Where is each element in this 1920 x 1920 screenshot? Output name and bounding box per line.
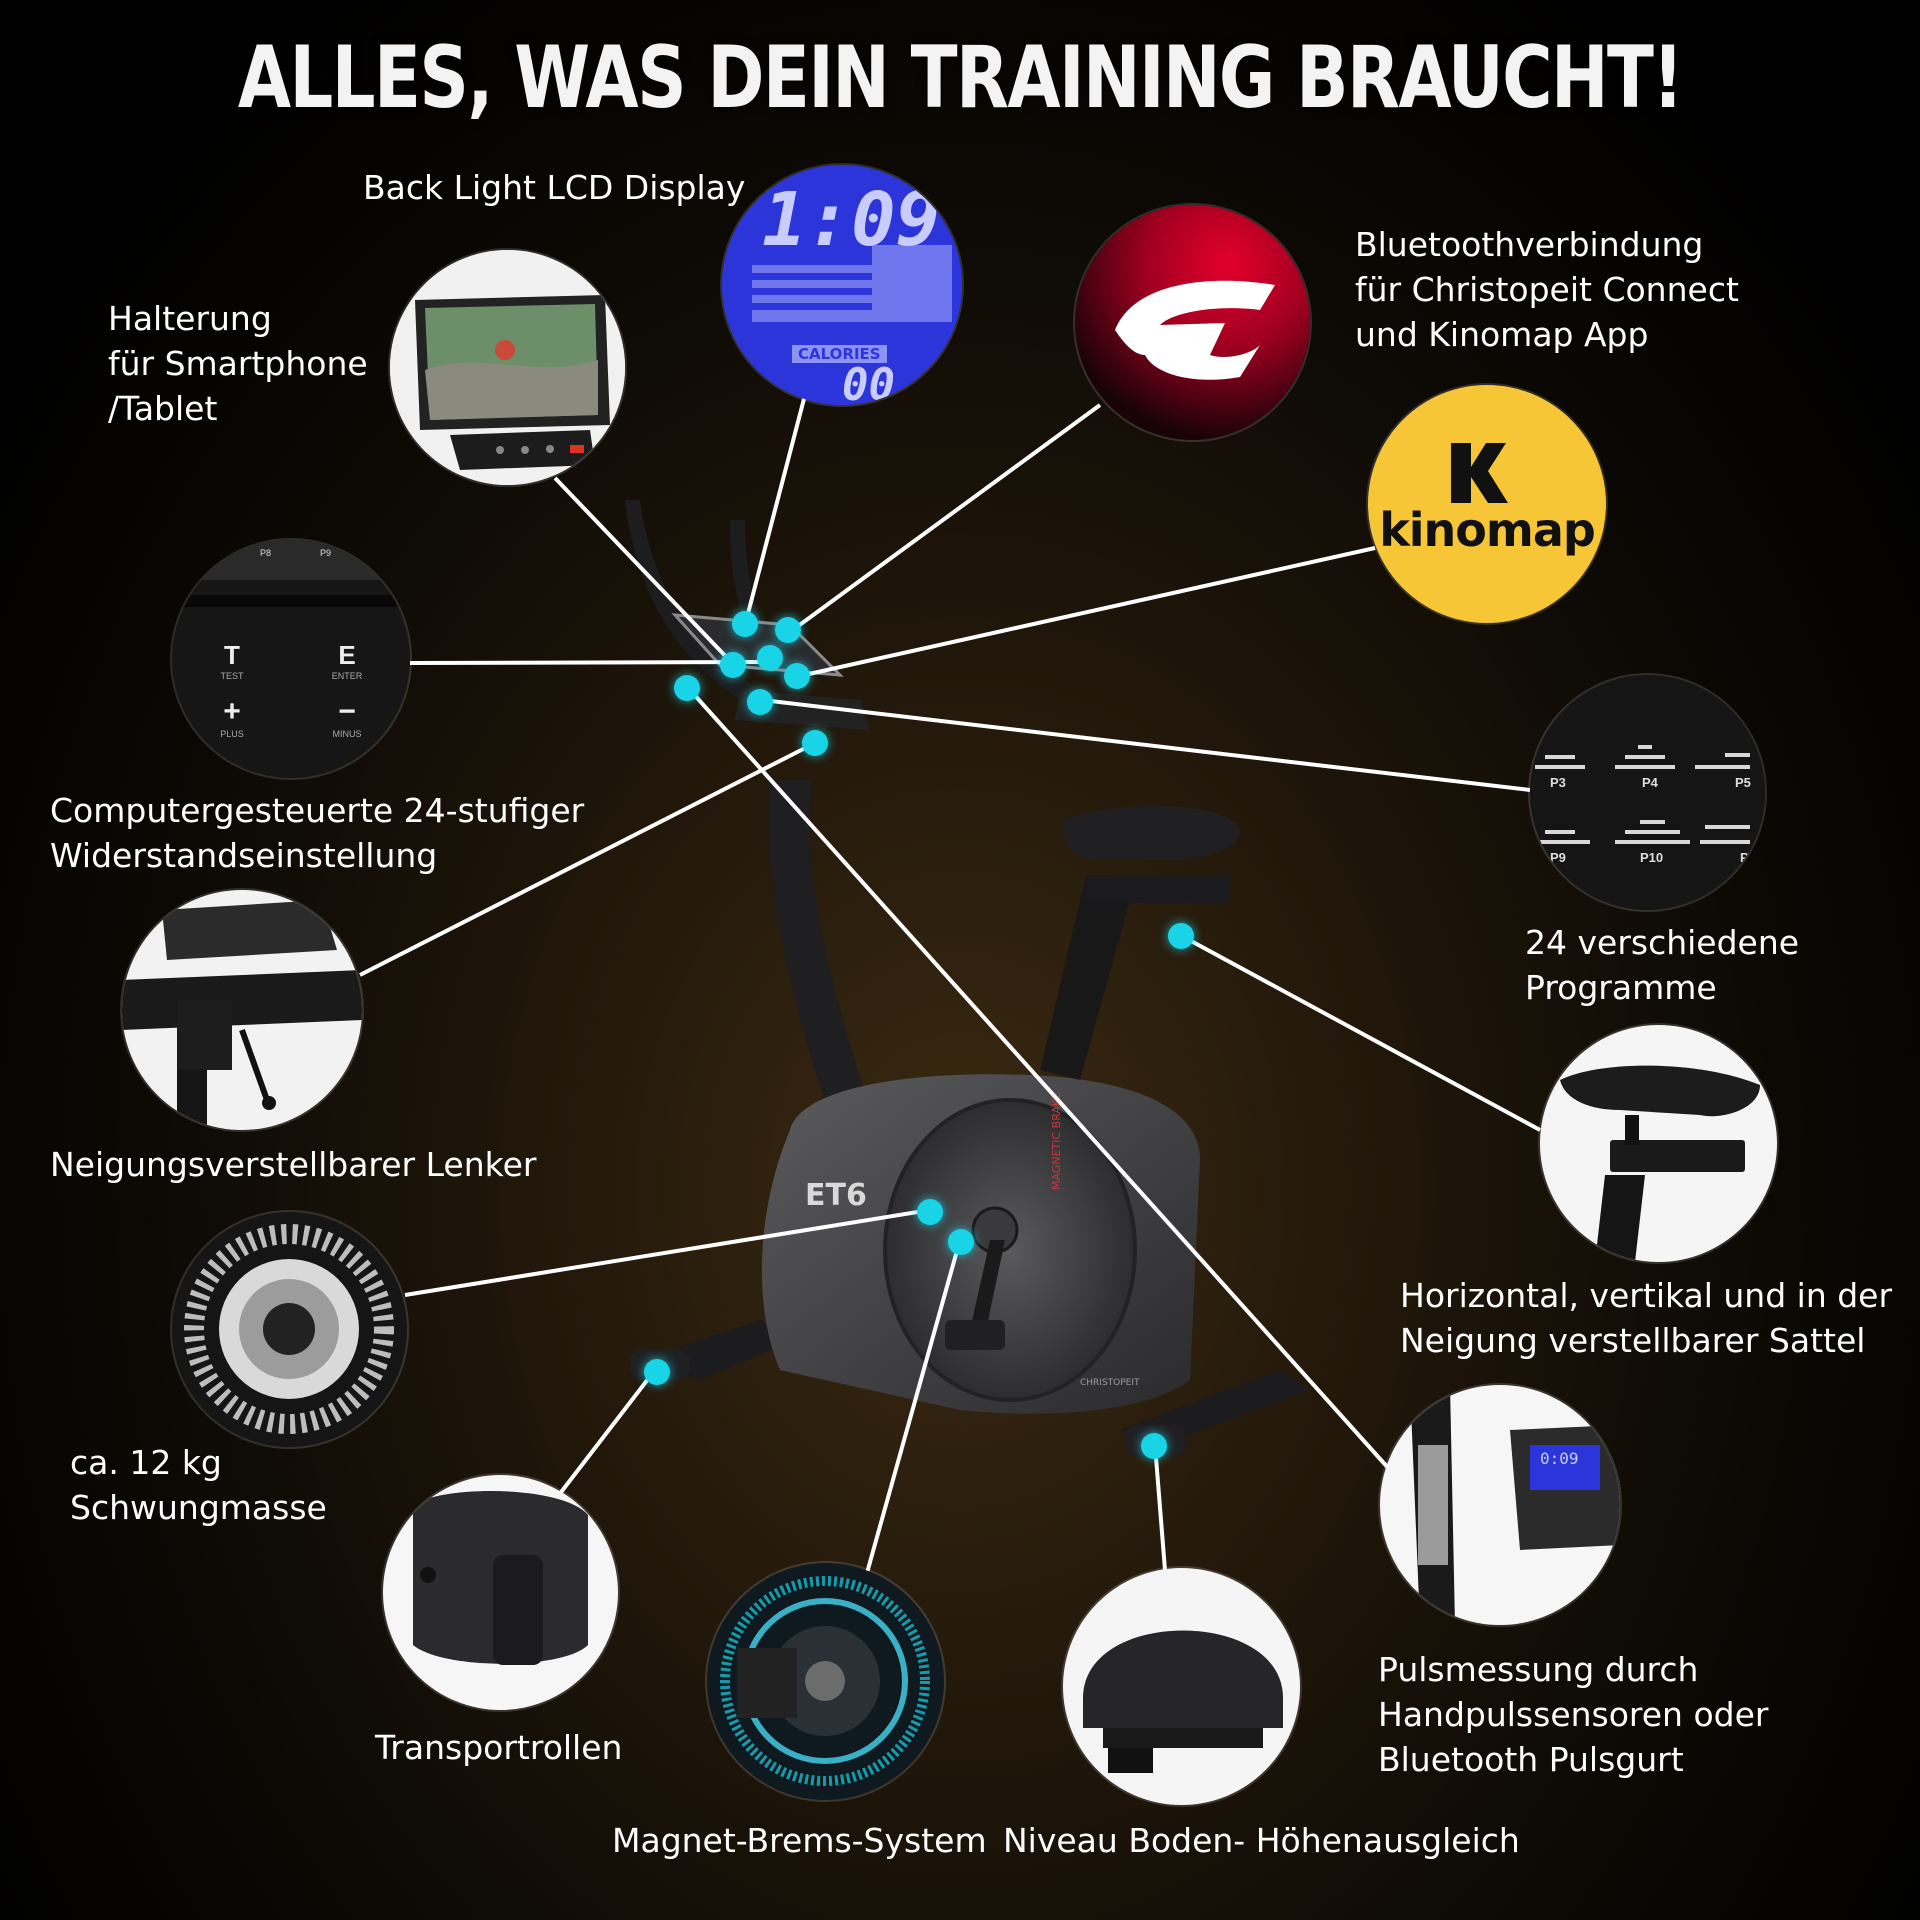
hotspot-dot[interactable] (948, 1229, 974, 1255)
handlebar-label: Neigungsverstellbarer Lenker (50, 1145, 537, 1184)
programs-label-line: 24 verschiedene (1525, 923, 1800, 962)
holder-label-line: Halterung (108, 299, 272, 338)
lcd-value: 00 (842, 360, 895, 405)
enter-key[interactable]: E ENTER (317, 640, 377, 681)
pulse-label-line: Bluetooth Pulsgurt (1378, 1740, 1684, 1779)
saddle-label: Horizontal, vertikal und in der Neigung … (1400, 1273, 1892, 1363)
minus-key[interactable]: − MINUS (317, 695, 377, 739)
flywheel-label-line: ca. 12 kg (70, 1443, 222, 1482)
hotspot-dot[interactable] (802, 730, 828, 756)
program-label: P4 (1642, 775, 1658, 790)
flywheel-label-line: Schwungmasse (70, 1488, 327, 1527)
pulse-sensor-bubble: 0:09 (1380, 1385, 1620, 1625)
magnetic-brake-bubble (707, 1563, 944, 1800)
hotspot-dot[interactable] (732, 611, 758, 637)
plus-key-label: PLUS (220, 729, 244, 739)
program-label: P (1740, 850, 1749, 865)
enter-key-label: ENTER (331, 671, 363, 681)
bluetooth-label-line: für Christopeit Connect (1355, 270, 1739, 309)
saddle-label-line: Horizontal, vertikal und in der (1400, 1276, 1893, 1315)
bluetooth-label-line: Bluetoothverbindung (1355, 225, 1704, 264)
kinomap-logo-bubble: kinomap (1368, 385, 1606, 623)
leveler-label: Niveau Boden- Höhenausgleich (1003, 1821, 1520, 1860)
enter-key-glyph: E (338, 640, 356, 670)
console-keys-bubble: P8 P9 T TEST E ENTER + PLUS − MINUS (172, 540, 410, 778)
hotspot-dot[interactable] (757, 645, 783, 671)
resistance-label: Computergesteuerte 24-stufiger Widerstan… (50, 788, 584, 878)
brake-text: MAGNETIC BRAKE (1050, 1092, 1063, 1190)
resistance-label-line: Computergesteuerte 24-stufiger (50, 791, 585, 830)
tablet-holder-bubble (390, 250, 625, 485)
console-top-label: P8 (260, 548, 272, 558)
programs-label: 24 verschiedene Programme (1525, 920, 1799, 1010)
resistance-label-line: Widerstandseinstellung (50, 836, 438, 875)
program-label: P3 (1550, 775, 1566, 790)
programs-label-line: Programme (1525, 968, 1717, 1007)
magnetic-brake-label: Magnet-Brems-System (612, 1821, 987, 1860)
minus-key-label: MINUS (332, 729, 362, 739)
lcd-display-bubble: 1:09 CALORIES 00 (722, 165, 962, 405)
holder-label-line: für Smartphone (108, 344, 368, 383)
model-text: ET6 (805, 1178, 867, 1213)
bluetooth-label-line: und Kinomap App (1355, 315, 1649, 354)
flywheel-bubble (172, 1212, 407, 1447)
hotspot-dot[interactable] (674, 675, 700, 701)
test-key[interactable]: T TEST (202, 640, 262, 681)
connector-lines (359, 394, 1541, 1581)
pulse-label-line: Handpulssensoren oder (1378, 1695, 1769, 1734)
hotspot-dot[interactable] (1141, 1433, 1167, 1459)
programs-bubble: P3 P4 P5 P9 P10 P (1530, 675, 1765, 910)
plus-key-glyph: + (223, 695, 241, 728)
kinomap-icon (1451, 443, 1508, 503)
hotspot-dot[interactable] (775, 617, 801, 643)
program-label: P10 (1640, 850, 1664, 865)
program-label: P5 (1735, 775, 1751, 790)
holder-label-line: /Tablet (108, 389, 218, 428)
lcd-time: 1:09 (762, 177, 941, 263)
bluetooth-label: Bluetoothverbindung für Christopeit Conn… (1355, 222, 1739, 357)
saddle-label-line: Neigung verstellbarer Sattel (1400, 1321, 1866, 1360)
hotspot-dot[interactable] (784, 663, 810, 689)
transport-wheels-label: Transportrollen (375, 1728, 623, 1767)
lcd-display-label: Back Light LCD Display (363, 168, 746, 207)
hotspot-dot[interactable] (644, 1359, 670, 1385)
leveler-bubble (1063, 1568, 1300, 1805)
page-title: ALLES, WAS DEIN TRAINING BRAUCHT! (237, 28, 1684, 128)
pulse-lcd-value: 0:09 (1540, 1449, 1579, 1468)
handlebar-bubble (122, 890, 362, 1130)
test-key-label: TEST (220, 671, 244, 681)
console-top-label: P9 (320, 548, 332, 558)
minus-key-glyph: − (338, 695, 356, 728)
pulse-label-line: Pulsmessung durch (1378, 1650, 1699, 1689)
flywheel-label: ca. 12 kg Schwungmasse (70, 1440, 327, 1530)
hotspot-dot[interactable] (917, 1199, 943, 1225)
plus-key[interactable]: + PLUS (202, 695, 262, 739)
hotspot-dot[interactable] (1168, 923, 1194, 949)
brand-text: CHRISTOPEIT (1080, 1378, 1140, 1388)
pulse-label: Pulsmessung durch Handpulssensoren oder … (1378, 1647, 1768, 1782)
program-label: P9 (1550, 850, 1566, 865)
christopeit-logo-bubble (1075, 205, 1310, 440)
transport-wheels-bubble (383, 1475, 618, 1710)
holder-label: Halterung für Smartphone /Tablet (108, 296, 368, 431)
saddle-bubble (1540, 1025, 1777, 1262)
kinomap-wordmark: kinomap (1379, 503, 1596, 557)
christopeit-icon (1115, 280, 1275, 380)
hotspot-dot[interactable] (747, 689, 773, 715)
hotspot-dot[interactable] (720, 652, 746, 678)
lcd-caption: CALORIES (792, 345, 887, 363)
test-key-glyph: T (224, 640, 240, 670)
